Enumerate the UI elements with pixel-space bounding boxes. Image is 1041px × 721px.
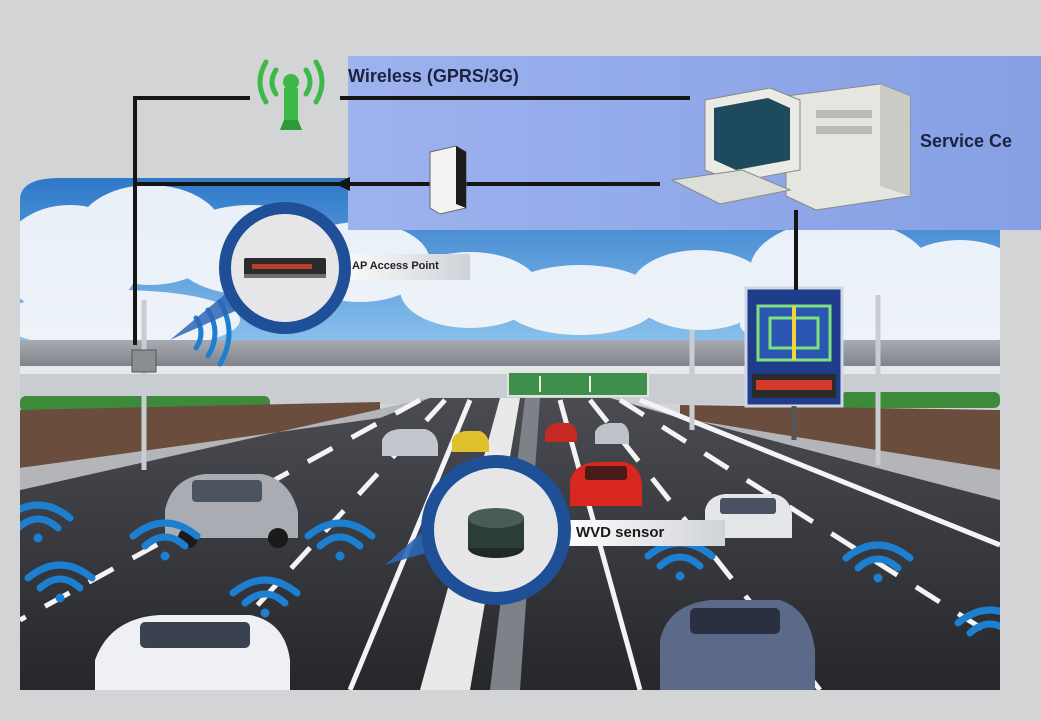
car-icon: [382, 429, 438, 456]
ap-callout-bar: [330, 254, 470, 280]
wifi-signal-icon: [954, 606, 1000, 637]
median-left: [20, 402, 380, 468]
road-wifi-signals: [20, 501, 1000, 637]
connection-lines: [133, 96, 798, 345]
light-poles: [141, 295, 881, 470]
road-scene: [20, 178, 1000, 690]
access-point-label: AP Access Point: [352, 260, 439, 272]
overhead-sign: [507, 371, 649, 397]
sign-board-icon: [744, 286, 844, 440]
wifi-signal-icon: [304, 519, 376, 561]
car-icon: [705, 494, 792, 538]
roadside-unit: [131, 349, 157, 373]
service-center-label: Service Ce: [920, 131, 1013, 151]
sidewalk-left: [20, 398, 430, 490]
car-icon: [595, 423, 629, 444]
wifi-signal-icon: [129, 519, 201, 561]
wifi-signal-icon: [229, 576, 301, 618]
car-icon: [452, 431, 489, 452]
wifi-signal-icon: [24, 561, 96, 603]
sensor-label: WVD sensor: [576, 524, 665, 541]
car-icon: [570, 462, 642, 506]
wifi-signal-icon: [20, 501, 74, 543]
hedge-right: [840, 392, 1000, 408]
car-icon: [95, 615, 290, 690]
car-icon: [165, 474, 298, 548]
car-icon: [545, 423, 577, 442]
barrier-edge: [20, 366, 1000, 374]
wifi-signal-icon: [842, 541, 914, 583]
antenna-icon: [257, 59, 325, 130]
sidewalk-right: [610, 398, 1000, 500]
sensor-icon: [468, 508, 524, 558]
wireless-label: Wireless (GPRS/3G): [348, 66, 519, 86]
computer-icon: [670, 83, 911, 211]
access-point-icon: [244, 258, 326, 278]
overpass-barrier: [20, 340, 1000, 368]
arrow-head: [335, 177, 350, 191]
sensor-callout-bar: [560, 520, 725, 546]
car-icon: [660, 600, 815, 690]
router-icon: [429, 145, 467, 215]
median-right: [680, 405, 1000, 470]
